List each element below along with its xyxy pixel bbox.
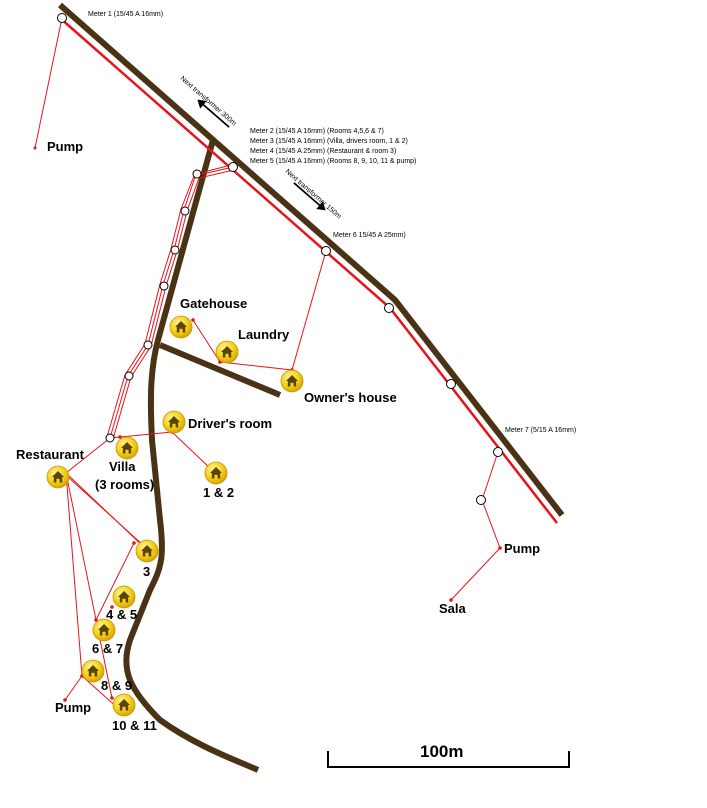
room-8-9-label: 8 & 9 [101,678,132,693]
scale-bar [327,751,570,768]
meter6-branch-lines [192,250,327,371]
room-4-5-label: 4 & 5 [106,607,137,622]
property-road [123,139,260,773]
meter-bundle-line [106,164,235,440]
poles [57,13,503,505]
pole [192,169,202,179]
pump-bottom-label: Pump [55,700,91,715]
villa-rooms-label: (3 rooms) [95,477,154,492]
owners-house-icon [280,369,304,393]
sala-label: Sala [439,601,467,616]
restaurant-label: Restaurant [16,447,85,462]
meter-7-label: Meter 7 (5/15 A 16mm) [505,427,576,434]
pump-right-label: Pump [504,541,540,556]
room-3-label: 3 [143,564,150,579]
pole [170,245,180,255]
pole [180,206,190,216]
room-1-2-house-icon [204,461,228,485]
house-icons [46,315,304,717]
room-6-7-label: 6 & 7 [92,641,123,656]
owners-house-label: Owner's house [304,390,397,405]
meter-3-label: Meter 3 (15/45 A 16mm) (Villa, drivers r… [250,138,408,145]
drivers-room-house-icon [162,410,186,434]
gatehouse-label: Gatehouse [180,296,247,311]
pole [476,495,486,505]
pole [321,246,331,256]
branch-road [158,342,282,398]
room-10-11-label: 10 & 11 [112,718,157,733]
room-3-house-icon [135,539,159,563]
pole [384,303,394,313]
room-1-2-label: 1 & 2 [203,485,234,500]
scale-bar-label: 100m [420,742,463,761]
gatehouse-house-icon [169,315,193,339]
pump-top-drop [34,17,63,149]
meter7-branch-lines [450,451,501,601]
pole [105,433,115,443]
meter-4-label: Meter 4 (15/45 A 25mm) (Restaurant & roo… [250,148,396,155]
room-6-7-house-icon [92,618,116,642]
room-10-11-house-icon [112,693,136,717]
pump-top-point [33,146,37,150]
pole [124,371,134,381]
villa-label: Villa [109,459,136,474]
pump-top-label: Pump [47,139,83,154]
pole [143,340,153,350]
drivers-room-label: Driver's room [188,416,272,431]
meter-1-label: Meter 1 (15/45 A 16mm) [88,11,163,18]
pole [228,162,238,172]
laundry-label: Laundry [238,327,290,342]
meter-5-label: Meter 5 (15/45 A 16mm) (Rooms 8, 9, 10, … [250,158,416,165]
pole [446,379,456,389]
villa-house-icon [115,436,139,460]
transformer-300-arrow [197,99,230,128]
restaurant-house-icon [46,465,70,489]
meter-2-label: Meter 2 (15/45 A 16mm) (Rooms 4,5,6 & 7) [250,128,384,135]
meter-6-label: Meter 6 15/45 A 25mm) [333,232,406,239]
transformer-150-arrow [293,182,326,211]
pole [57,13,67,23]
room-4-5-house-icon [112,585,136,609]
laundry-house-icon [215,340,239,364]
pole [493,447,503,457]
pole [159,281,169,291]
main-road [58,2,565,517]
